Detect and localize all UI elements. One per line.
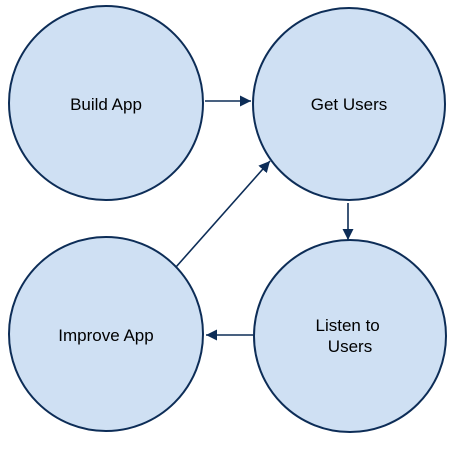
node-build-app-line-1: Build App bbox=[70, 95, 142, 114]
node-listen-to-users-line-1: Listen to bbox=[316, 316, 380, 335]
arrow-improve-to-get bbox=[175, 160, 271, 268]
node-get-users-line-1: Get Users bbox=[311, 95, 388, 114]
node-improve-app-line-1: Improve App bbox=[58, 326, 153, 345]
node-improve-app: Improve App bbox=[8, 236, 204, 432]
node-get-users-circle bbox=[252, 7, 446, 201]
node-improve-app-label: Improve App bbox=[58, 326, 153, 345]
node-build-app-circle bbox=[8, 5, 204, 201]
node-get-users-label: Get Users bbox=[311, 95, 388, 114]
node-get-users: Get Users bbox=[252, 7, 446, 201]
node-listen-to-users-circle bbox=[253, 239, 447, 433]
node-listen-to-users-label: Listen to Users bbox=[316, 316, 385, 356]
node-listen-to-users: Listen to Users bbox=[253, 239, 447, 433]
node-build-app: Build App bbox=[8, 5, 204, 201]
node-build-app-label: Build App bbox=[70, 95, 142, 114]
node-improve-app-circle bbox=[8, 236, 204, 432]
node-listen-to-users-line-2: Users bbox=[328, 337, 372, 356]
